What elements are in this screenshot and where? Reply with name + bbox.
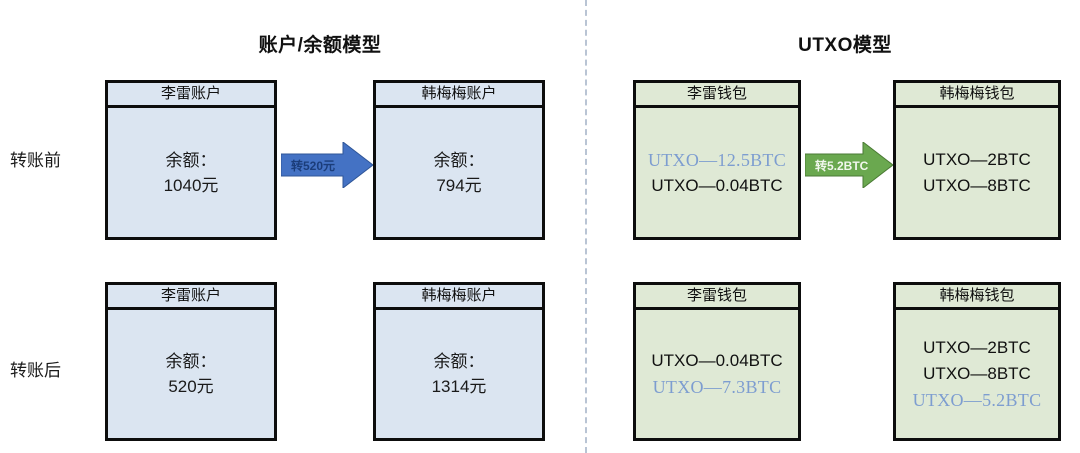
card-body-lilei-account-before: 余额： 1040元 bbox=[108, 108, 274, 237]
balance-amount: 1314元 bbox=[431, 377, 487, 396]
utxo-entry: UTXO—5.2BTC bbox=[912, 390, 1042, 410]
card-body-lilei-wallet-before: UTXO—12.5BTC UTXO—0.04BTC bbox=[636, 108, 798, 237]
balance-amount: 1040元 bbox=[163, 175, 219, 195]
utxo-entry: UTXO—2BTC bbox=[923, 149, 1031, 169]
utxo-entry: UTXO—7.3BTC bbox=[652, 377, 782, 397]
balance-label: 余额： bbox=[433, 150, 485, 170]
wallet-card-lilei-before: 李雷钱包 UTXO—12.5BTC UTXO—0.04BTC bbox=[633, 80, 801, 240]
utxo-entry: UTXO—2BTC bbox=[923, 338, 1031, 357]
card-header-hanmeimei-wallet-after: 韩梅梅钱包 bbox=[896, 285, 1058, 310]
balance-label: 余额： bbox=[433, 352, 485, 371]
card-header-hanmeimei-wallet-before: 韩梅梅钱包 bbox=[896, 83, 1058, 108]
card-header-hanmeimei-account-before: 韩梅梅账户 bbox=[376, 83, 542, 108]
account-card-hanmeimei-before: 韩梅梅账户 余额： 794元 bbox=[373, 80, 545, 240]
account-card-lilei-after: 李雷账户 余额： 520元 bbox=[105, 282, 277, 441]
balance-label: 余额： bbox=[165, 352, 217, 371]
balance-amount: 794元 bbox=[436, 175, 482, 195]
card-header-lilei-wallet-before: 李雷钱包 bbox=[636, 83, 798, 108]
card-body-hanmeimei-wallet-before: UTXO—2BTC UTXO—8BTC bbox=[896, 108, 1058, 237]
card-header-lilei-account-after: 李雷账户 bbox=[108, 285, 274, 310]
wallet-card-hanmeimei-before: 韩梅梅钱包 UTXO—2BTC UTXO—8BTC bbox=[893, 80, 1061, 240]
vertical-dashed-divider bbox=[585, 0, 587, 453]
utxo-entry: UTXO—8BTC bbox=[923, 175, 1031, 195]
card-header-hanmeimei-account-after: 韩梅梅账户 bbox=[376, 285, 542, 310]
transfer-arrow-utxo-label: 转5.2BTC bbox=[815, 158, 869, 173]
card-body-hanmeimei-wallet-after: UTXO—2BTC UTXO—8BTC UTXO—5.2BTC bbox=[896, 310, 1058, 438]
card-body-lilei-account-after: 余额： 520元 bbox=[108, 310, 274, 438]
card-body-hanmeimei-account-before: 余额： 794元 bbox=[376, 108, 542, 237]
card-body-hanmeimei-account-after: 余额： 1314元 bbox=[376, 310, 542, 438]
wallet-card-hanmeimei-after: 韩梅梅钱包 UTXO—2BTC UTXO—8BTC UTXO—5.2BTC bbox=[893, 282, 1061, 441]
transfer-arrow-utxo: 转5.2BTC bbox=[805, 142, 893, 188]
account-model-title: 账户/余额模型 bbox=[258, 35, 382, 56]
row-label-before-transfer: 转账前 bbox=[10, 151, 61, 170]
right-arrow-icon bbox=[805, 142, 893, 188]
utxo-model-title: UTXO模型 bbox=[798, 35, 892, 56]
balance-amount: 520元 bbox=[168, 377, 214, 396]
card-body-lilei-wallet-after: UTXO—0.04BTC UTXO—7.3BTC bbox=[636, 310, 798, 438]
transfer-arrow-account: 转520元 bbox=[281, 142, 373, 188]
transfer-arrow-account-label: 转520元 bbox=[291, 158, 336, 173]
card-header-lilei-wallet-after: 李雷钱包 bbox=[636, 285, 798, 310]
wallet-card-lilei-after: 李雷钱包 UTXO—0.04BTC UTXO—7.3BTC bbox=[633, 282, 801, 441]
account-card-hanmeimei-after: 韩梅梅账户 余额： 1314元 bbox=[373, 282, 545, 441]
utxo-entry: UTXO—0.04BTC bbox=[651, 175, 783, 195]
row-label-after-transfer: 转账后 bbox=[10, 361, 61, 380]
utxo-entry: UTXO—8BTC bbox=[923, 364, 1031, 383]
utxo-entry: UTXO—12.5BTC bbox=[647, 149, 787, 170]
right-arrow-icon bbox=[281, 142, 373, 188]
balance-label: 余额： bbox=[165, 150, 217, 170]
account-card-lilei-before: 李雷账户 余额： 1040元 bbox=[105, 80, 277, 240]
card-header-lilei-account-before: 李雷账户 bbox=[108, 83, 274, 108]
utxo-entry: UTXO—0.04BTC bbox=[651, 351, 783, 370]
